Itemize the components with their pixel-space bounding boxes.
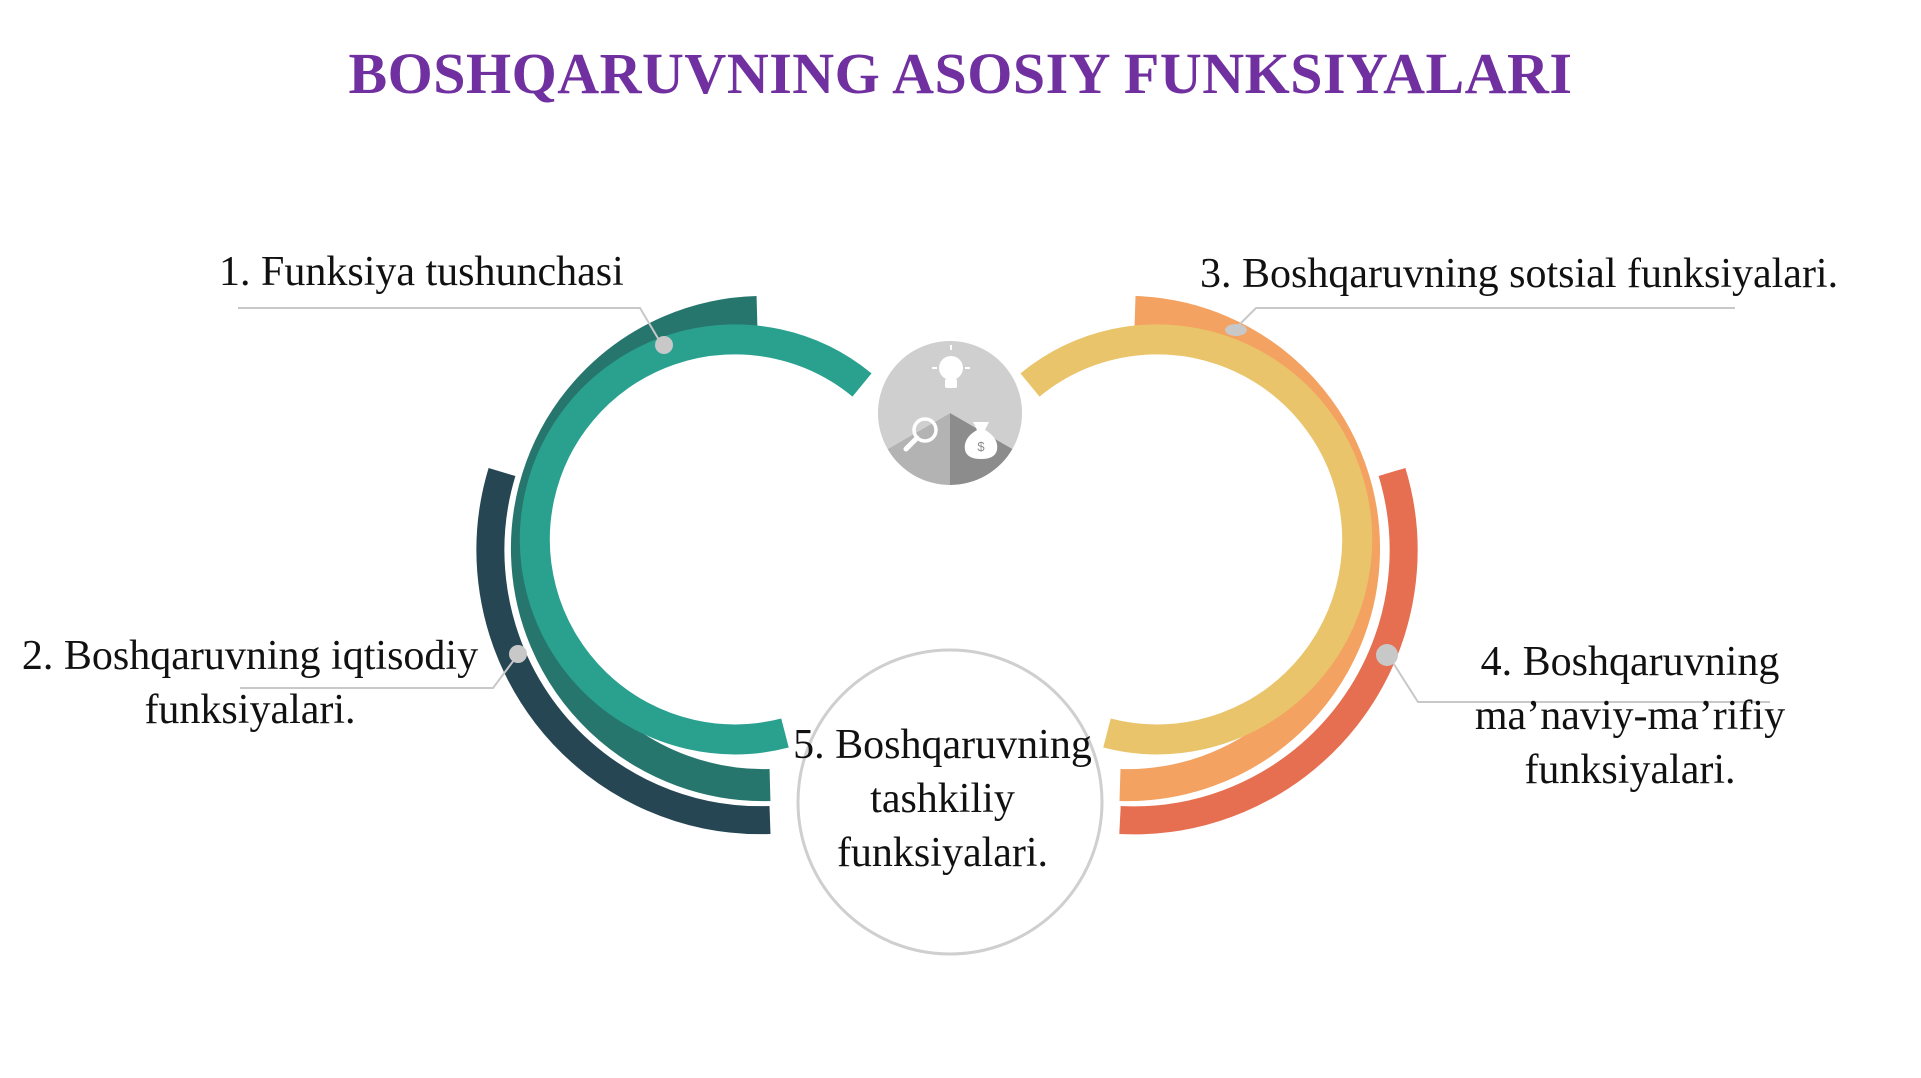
item-5-circle [796,648,1104,956]
connectors [238,307,1770,703]
right-inner-arc [1020,324,1373,755]
connector-dot-2 [509,645,527,663]
page-title: BOSHQARUVNING ASOSIY FUNKSIYALARI [348,41,1573,106]
connector-dot-4 [1376,644,1398,666]
lightbulb-icon [932,345,970,388]
left-inner-arc [519,324,872,755]
connector-2 [240,655,518,689]
money-bag-icon: $ [964,422,998,459]
left-outer-arc [476,467,771,835]
connector-1 [238,307,663,346]
connector-3 [1235,307,1735,329]
connector-dot-3 [1225,324,1247,336]
item-3-label: 3. Boshqaruvning sotsial funksiyalari. [1200,251,1839,297]
connector-dot-1 [655,336,673,354]
right-outer-arc [1119,467,1418,835]
item-5-label: 5. Boshqaruvning tashkiliy funksiyalari. [793,722,1092,876]
money-symbol: $ [977,439,985,454]
item-1-label: 1. Funksiya tushunchasi [219,249,624,295]
connector-4 [1389,657,1770,703]
item-2-label: 2. Boshqaruvning iqtisodiy funksiyalari. [21,633,479,733]
magnifier-icon [903,417,938,452]
item-4-label: 4. Boshqaruvning ma’naviy-ma’rifiy funks… [1474,639,1786,793]
hub: $ [877,340,1023,486]
